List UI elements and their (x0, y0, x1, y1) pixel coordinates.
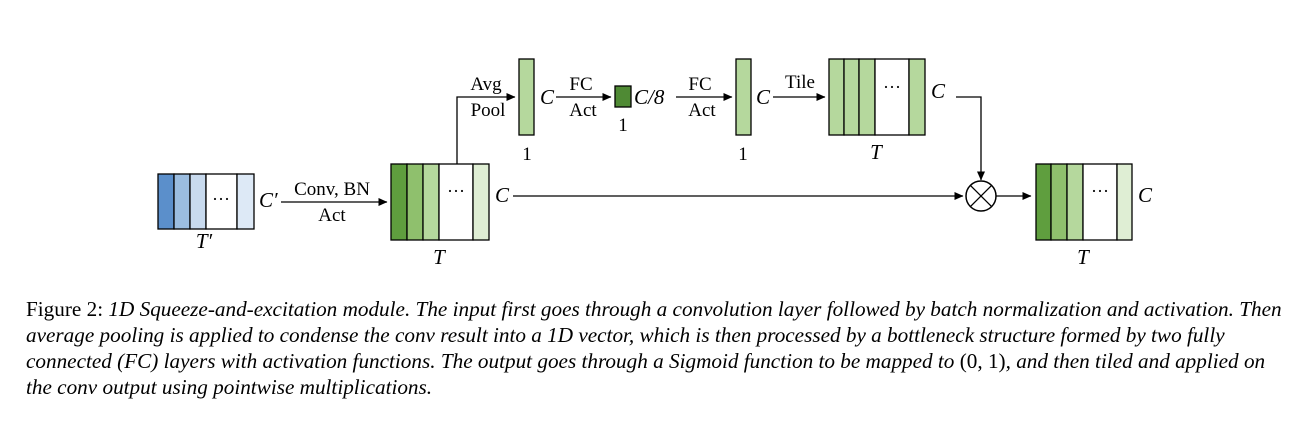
bottleneck-square (614, 85, 632, 108)
tiled-dots: ··· (883, 77, 901, 97)
excited-vector: C 1 (735, 58, 771, 165)
input-dots-cell (205, 173, 238, 230)
final-length-label: T (1077, 245, 1090, 269)
conv-arrow-label-2: Act (318, 205, 346, 226)
pool-arrow-label-1: Avg (470, 74, 502, 95)
input-tensor: ··· C′ T′ (157, 173, 278, 253)
input-length-label: T′ (196, 229, 213, 253)
caption-label: Figure 2: (26, 297, 104, 321)
tiled-length-label: T (870, 140, 883, 164)
multiply-node (965, 180, 997, 212)
final-strip-4 (1116, 163, 1133, 241)
tiled-dots-cell (874, 58, 910, 136)
bottleneck-length-label: 1 (618, 115, 628, 136)
final-strip-3 (1066, 163, 1084, 241)
bottleneck-vector: C/8 1 (614, 85, 665, 136)
conv-dots-cell (438, 163, 474, 241)
tile-arrow-label: Tile (785, 72, 815, 93)
final-dots-cell (1082, 163, 1118, 241)
fc1-arrow-label-1: FC (569, 74, 592, 95)
input-channel-label: C′ (259, 188, 278, 212)
figure-caption: Figure 2: 1D Squeeze-and-excitation modu… (26, 296, 1282, 400)
pool-arrow (456, 93, 516, 164)
pooled-vector: C 1 (518, 58, 555, 165)
input-dots: ··· (212, 189, 230, 209)
input-strip-3 (189, 173, 207, 230)
input-strip-4 (236, 173, 255, 230)
pooled-channel-label: C (540, 85, 555, 109)
caption-text-part1: 1D Squeeze-and-excitation module. The in… (26, 297, 1282, 373)
conv-channel-label: C (495, 183, 510, 207)
caption-text-part2: , and then tiled and applied on the conv… (26, 349, 1266, 399)
conv-arrow-label-1: Conv, BN (294, 179, 370, 200)
excited-bar (735, 58, 752, 136)
conv-dots: ··· (447, 181, 465, 201)
conv-strip-1 (390, 163, 408, 241)
final-channel-label: C (1138, 183, 1153, 207)
tiled-tensor: ··· C T (828, 58, 946, 164)
input-strip-1 (157, 173, 175, 230)
fc2-arrow-label-1: FC (688, 74, 711, 95)
final-strip-2 (1050, 163, 1068, 241)
tiled-strip-3 (858, 58, 876, 136)
pooled-bar (518, 58, 535, 136)
tiled-strip-1 (828, 58, 845, 136)
caption-interval: (0, 1) (959, 349, 1006, 373)
fc2-arrow-label-2: Act (688, 100, 716, 121)
excited-length-label: 1 (738, 144, 748, 165)
pool-arrow-label-2: Pool (471, 100, 506, 121)
final-output-tensor: ··· C T (1035, 163, 1153, 269)
pooled-length-label: 1 (522, 144, 532, 165)
tiled-to-multiply-arrow (956, 96, 985, 181)
conv-output-tensor: ··· C T (390, 163, 510, 269)
input-strip-2 (173, 173, 191, 230)
tiled-strip-4 (908, 58, 926, 136)
final-strip-1 (1035, 163, 1052, 241)
tiled-strip-2 (843, 58, 860, 136)
final-dots: ··· (1091, 181, 1109, 201)
conv-strip-4 (472, 163, 490, 241)
fc1-arrow-label-2: Act (569, 100, 597, 121)
conv-length-label: T (433, 245, 446, 269)
bottleneck-channel-label: C/8 (634, 85, 665, 109)
excited-channel-label: C (756, 85, 771, 109)
conv-strip-2 (406, 163, 424, 241)
conv-strip-3 (422, 163, 440, 241)
se-module-diagram: ··· C′ T′ Conv, BN Act ··· C T Avg Pool … (157, 58, 1153, 269)
tiled-channel-label: C (931, 79, 946, 103)
